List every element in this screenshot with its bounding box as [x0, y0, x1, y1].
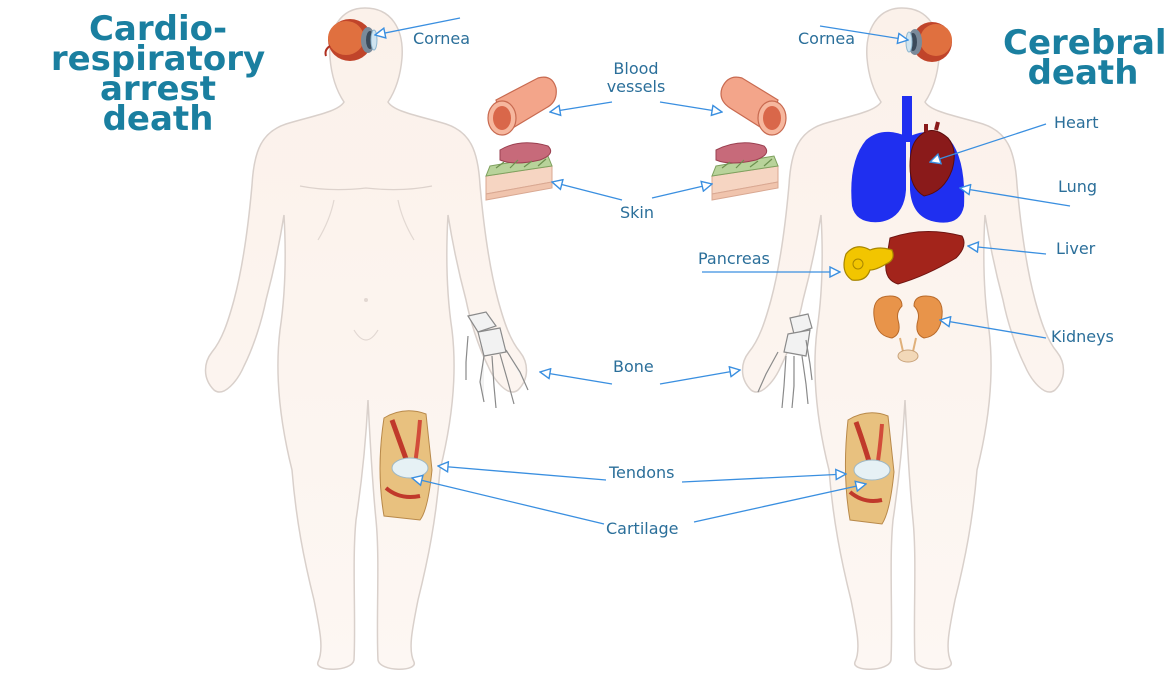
- knee-left-icon: [380, 411, 432, 520]
- arrow-tendons-right: [682, 474, 846, 482]
- title-left-line-3: death: [2, 104, 314, 134]
- label-blood-vessels-line-1: Blood: [596, 60, 676, 78]
- label-cartilage: Cartilage: [606, 520, 679, 538]
- arrow-bone-left: [540, 372, 612, 384]
- label-pancreas: Pancreas: [698, 250, 770, 268]
- knee-right-icon: [845, 413, 894, 524]
- title-left-line-2: respiratory arrest: [2, 44, 314, 104]
- label-kidneys: Kidneys: [1051, 328, 1114, 346]
- arrow-tendons-left: [438, 466, 606, 480]
- skin-sample-right-icon: [712, 143, 778, 200]
- arrow-skin-right: [652, 184, 712, 198]
- arrow-blood-vessels-right: [660, 102, 722, 112]
- blood-vessel-right-icon: [721, 77, 786, 135]
- arrow-blood-vessels-left: [550, 102, 612, 112]
- title-cerebral-death: Cerebral death: [1003, 28, 1163, 88]
- skin-sample-left-icon: [486, 143, 552, 200]
- title-cardiorespiratory-death: Cardio- respiratory arrest death: [2, 14, 314, 134]
- label-lung: Lung: [1058, 178, 1097, 196]
- label-skin: Skin: [620, 204, 654, 222]
- label-heart: Heart: [1054, 114, 1099, 132]
- arrow-skin-left: [552, 182, 622, 200]
- label-blood-vessels: Blood vessels: [596, 60, 676, 96]
- label-blood-vessels-line-2: vessels: [596, 78, 676, 96]
- arrow-cartilage-left: [412, 478, 604, 524]
- label-cornea-left: Cornea: [413, 30, 470, 48]
- label-tendons: Tendons: [609, 464, 674, 482]
- label-bone: Bone: [613, 358, 654, 376]
- arrow-bone-right: [660, 370, 740, 384]
- label-liver: Liver: [1056, 240, 1095, 258]
- label-cornea-right: Cornea: [798, 30, 855, 48]
- blood-vessel-left-icon: [488, 77, 556, 135]
